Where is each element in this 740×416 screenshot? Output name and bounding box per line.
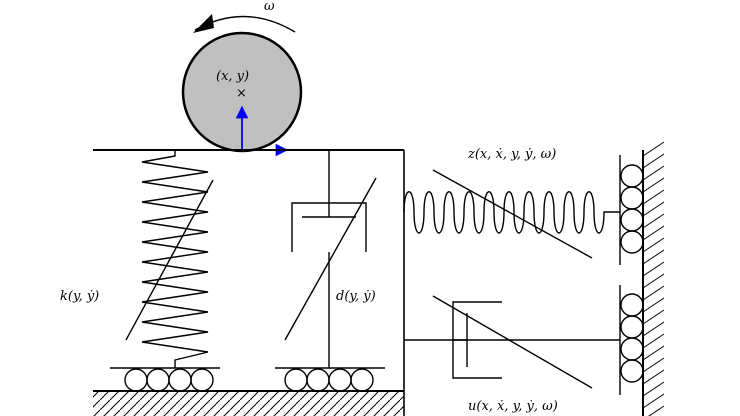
damper-u: [404, 295, 620, 389]
damper-d: [284, 150, 377, 368]
floor: [93, 390, 404, 416]
rollers-right: [619, 155, 644, 395]
variable-slash: [432, 295, 593, 389]
damper-d-label: d(y, ẏ): [336, 289, 376, 304]
arrowhead-icon: [193, 14, 214, 33]
variable-slash: [125, 179, 214, 341]
rollers-left: [110, 367, 220, 392]
center-mark: ×: [236, 86, 247, 101]
center-label: (x, y): [216, 69, 249, 84]
spring-k: [125, 150, 214, 368]
spring-z-label: z(x, ẋ, y, ẏ, ω): [467, 147, 556, 162]
damper-u-label: u(x, ẋ, y, ẏ, ω): [468, 399, 558, 414]
rotation-arrow: [193, 14, 296, 33]
spring-z: [403, 169, 620, 259]
omega-label: ω: [264, 0, 275, 14]
rollers-middle: [275, 367, 385, 392]
variable-slash: [432, 169, 593, 259]
variable-slash: [284, 177, 377, 341]
right-wall: [642, 141, 665, 416]
spring-k-label: k(y, ẏ): [60, 289, 99, 304]
